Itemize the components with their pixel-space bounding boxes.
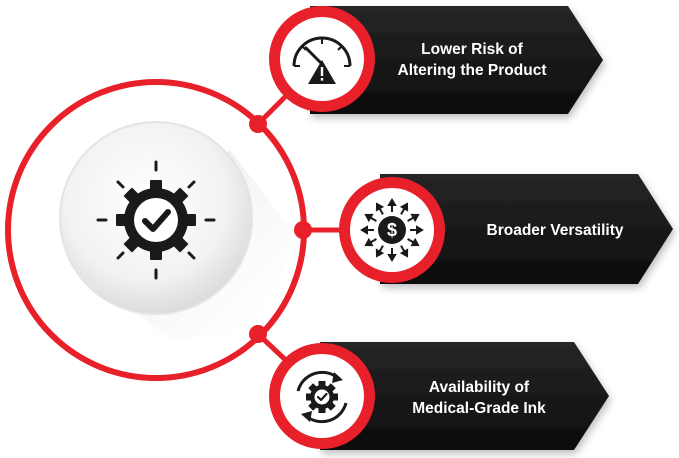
- item-1-line-2: Altering the Product: [397, 62, 547, 79]
- connector-dot-2: [294, 221, 312, 239]
- connector-dot-3: [249, 325, 267, 343]
- badge-3: [269, 343, 375, 449]
- banner-1-shape: [310, 6, 603, 114]
- badge-2: $: [339, 177, 445, 283]
- banner-2-shape: [380, 174, 673, 284]
- banner-3-text: Availability of Medical-Grade Ink: [394, 372, 564, 424]
- gear-check-icon: [96, 160, 216, 280]
- item-3-line-2: Medical-Grade Ink: [412, 400, 546, 417]
- badge-1: [269, 6, 375, 112]
- item-1-line-1: Lower Risk of: [421, 41, 523, 58]
- svg-text:$: $: [387, 220, 397, 240]
- banner-1-text: Lower Risk of Altering the Product: [384, 34, 560, 86]
- item-3-line-1: Availability of: [428, 379, 530, 396]
- connector-dot-1: [249, 115, 267, 133]
- item-2-line-1: Broader Versatility: [486, 221, 624, 239]
- banner-3-shape: [320, 342, 609, 450]
- gear-cycle-icon: [296, 370, 348, 424]
- gauge-warning-icon: [292, 36, 352, 84]
- banner-2-text: Broader Versatility: [470, 214, 640, 246]
- dollar-arrows-icon: $: [360, 198, 424, 262]
